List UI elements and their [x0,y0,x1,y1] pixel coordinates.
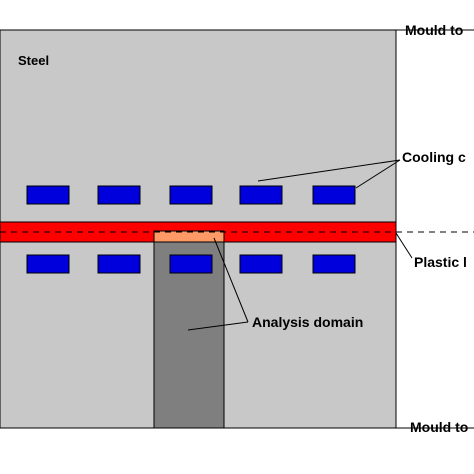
mould-top-label: Mould to [405,22,463,38]
cooling-channels-bottom-row [26,254,356,274]
analysis-domain-label: Analysis domain [252,314,363,330]
cooling-channel [97,185,141,205]
cooling-channel [26,185,70,205]
cooling-channel [239,254,283,274]
plastic-layer-label: Plastic l [414,254,467,270]
cooling-channel-label: Cooling c [402,149,466,165]
analysis-domain-plastic-section [153,230,225,243]
analysis-leader-2 [213,237,249,323]
cooling-channel [239,185,283,205]
cooling-channel [26,254,70,274]
steel-label: Steel [18,53,49,68]
cooling-leader-1 [257,159,401,182]
cooling-channel [312,254,356,274]
cooling-channel [169,185,213,205]
cooling-leader-2 [355,159,401,189]
plastic-leader [395,232,413,259]
analysis-leader-1 [187,321,249,331]
cooling-channel [169,254,213,274]
mould-bottom-label: Mould to [410,419,468,435]
cooling-channel [97,254,141,274]
cooling-channels-top-row [26,185,356,205]
cooling-channel [312,185,356,205]
